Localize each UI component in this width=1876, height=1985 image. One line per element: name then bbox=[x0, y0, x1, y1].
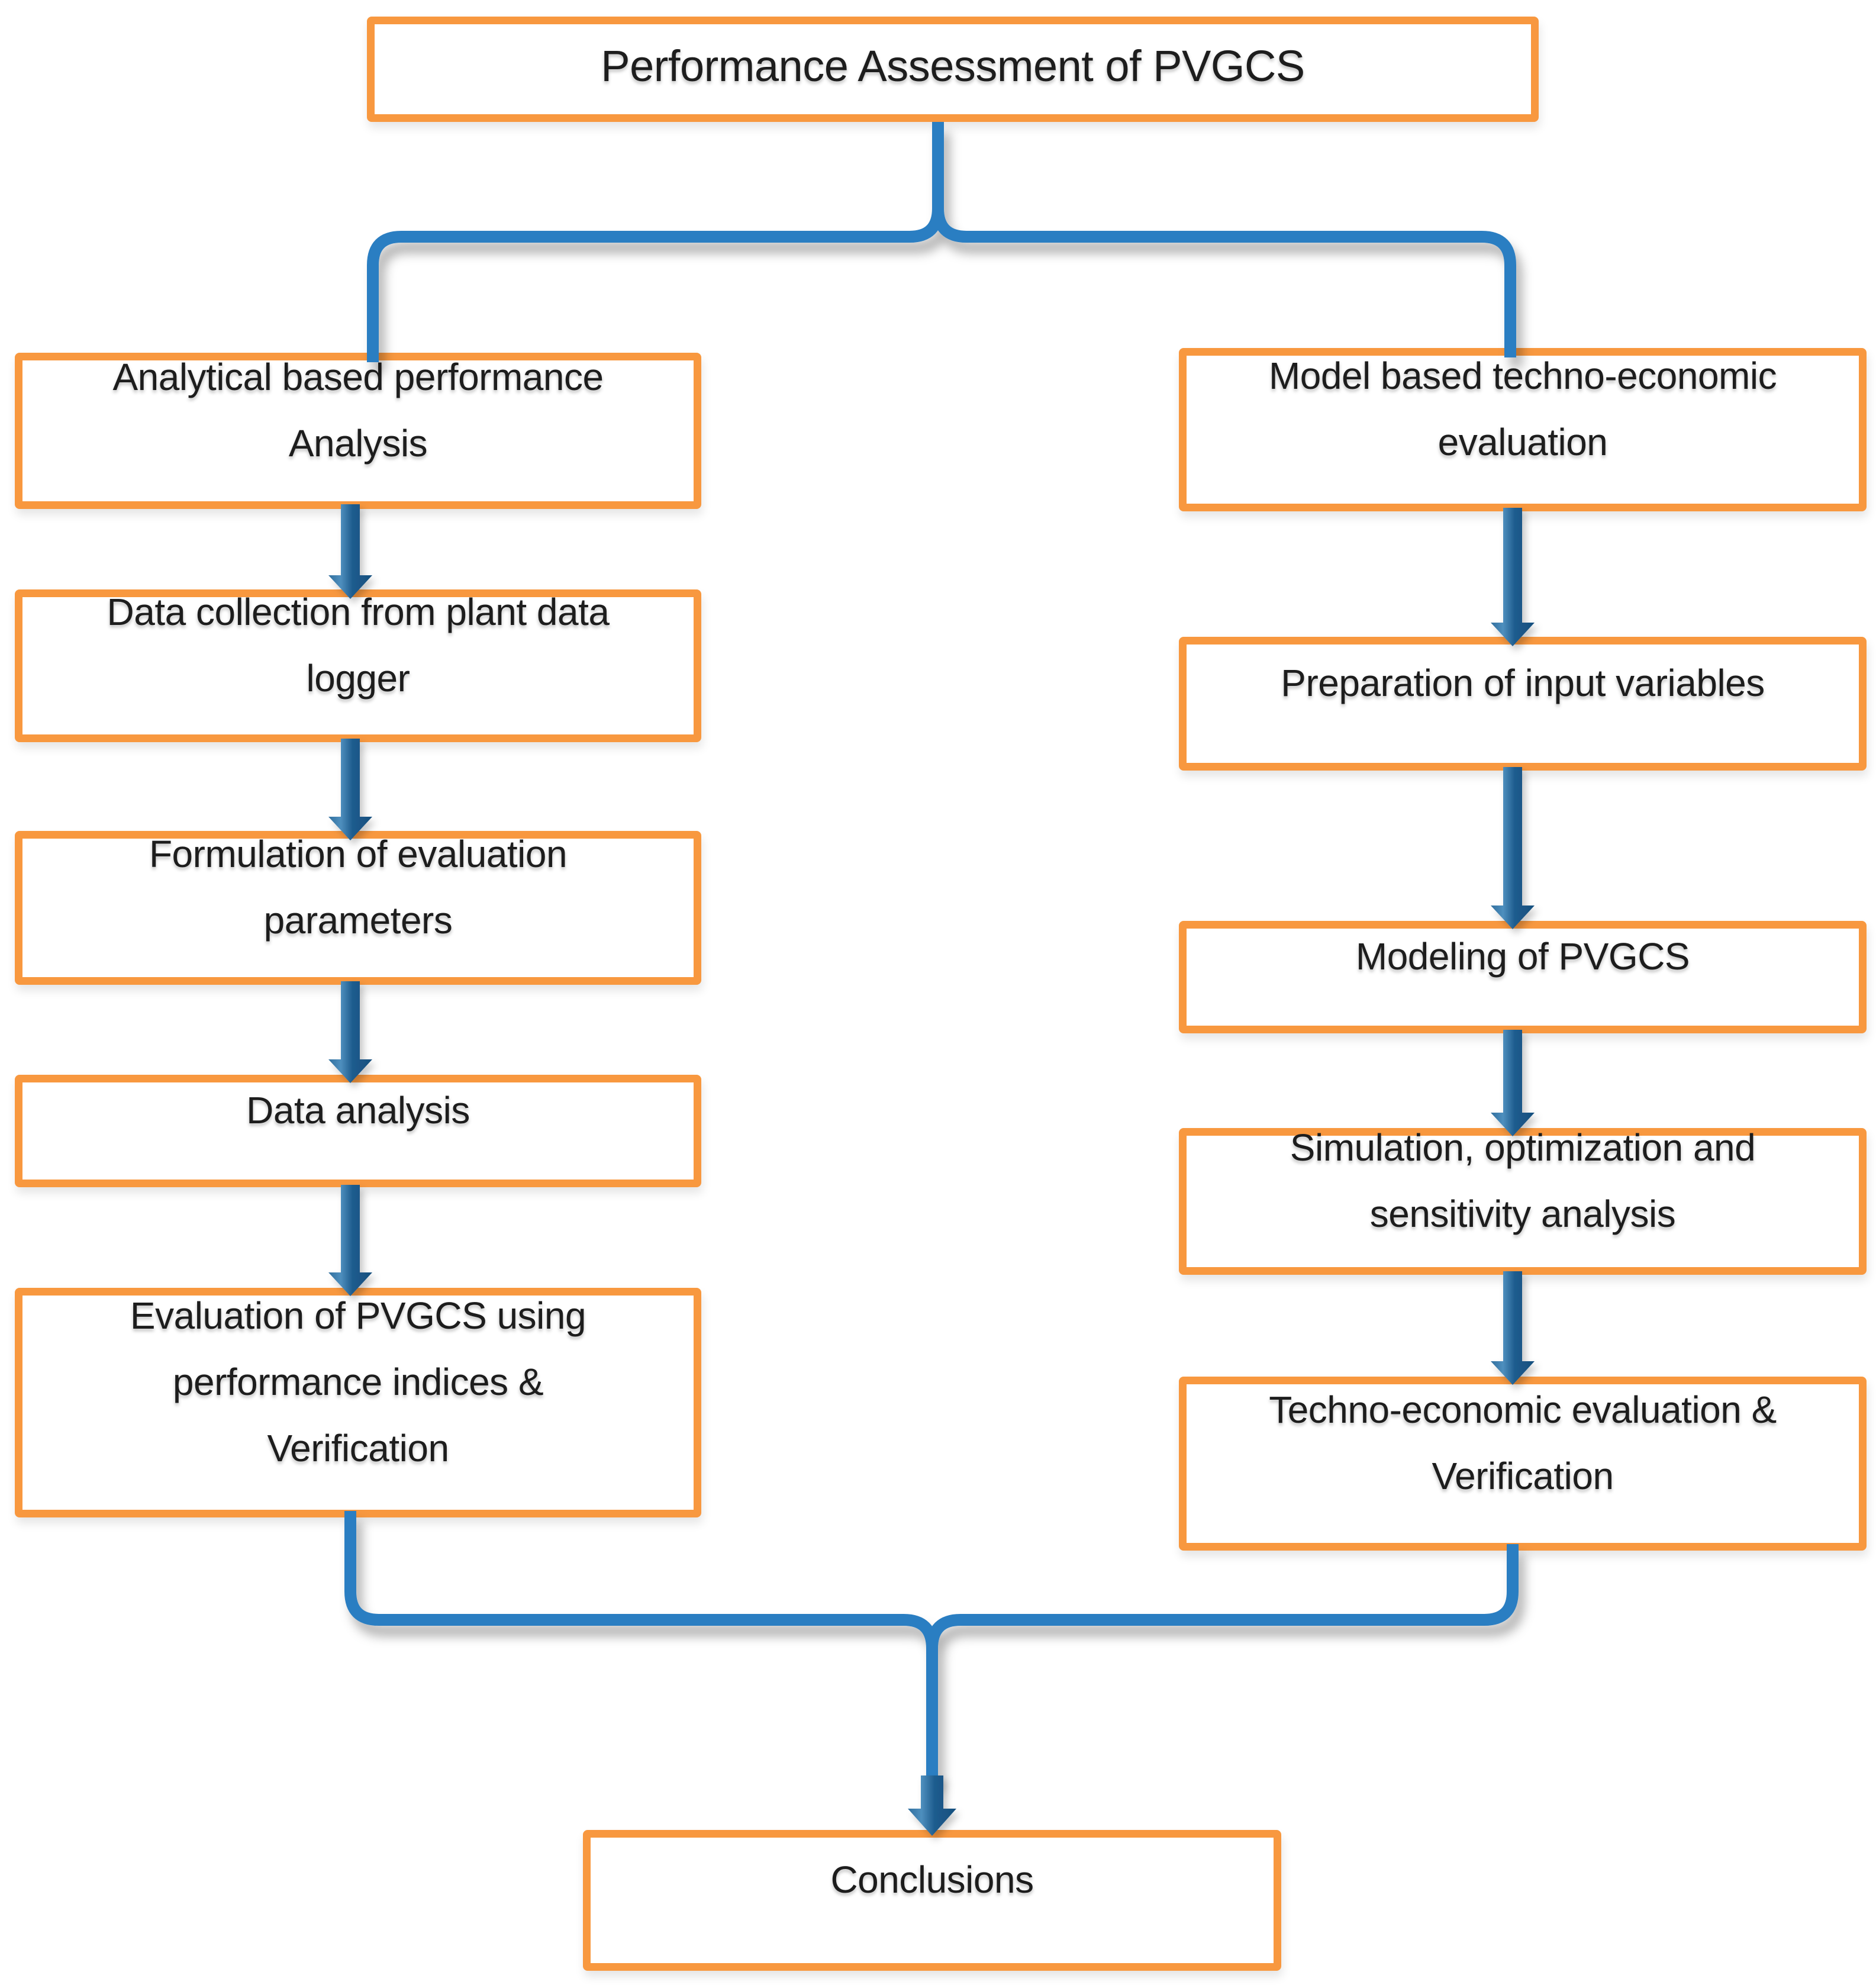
flow-arrow-right-2 bbox=[1491, 767, 1535, 929]
node-simulation-optimization: Simulation, optimization and sensitivity… bbox=[1179, 1126, 1867, 1275]
node-evaluation-verification: Evaluation of PVGCS using performance in… bbox=[15, 1288, 701, 1517]
node-conclusions: Conclusions bbox=[583, 1830, 1281, 1971]
node-model-header: Model based techno-economic evaluation bbox=[1179, 348, 1867, 511]
flow-arrow-right-1 bbox=[1491, 508, 1535, 646]
connector-analytical-to-conclusions bbox=[344, 1511, 938, 1781]
node-formulation-parameters: Formulation of evaluation parameters bbox=[15, 831, 701, 985]
merge-arrowhead bbox=[908, 1775, 956, 1836]
connector-model-to-conclusions bbox=[926, 1544, 1519, 1781]
node-analytical-header: Analytical based performance Analysis bbox=[15, 353, 701, 509]
node-modeling-pvgcs: Modeling of PVGCS bbox=[1179, 921, 1867, 1033]
node-input-variables: Preparation of input variables bbox=[1179, 637, 1867, 771]
connector-title-to-model bbox=[932, 122, 1516, 357]
flow-arrow-right-4 bbox=[1491, 1271, 1535, 1385]
connector-title-to-analytical bbox=[367, 122, 944, 362]
node-data-analysis: Data analysis bbox=[15, 1075, 701, 1187]
node-title: Performance Assessment of PVGCS bbox=[367, 17, 1539, 122]
flow-arrow-left-4 bbox=[328, 1185, 372, 1296]
flow-arrow-left-3 bbox=[328, 981, 372, 1083]
node-techno-economic-verification: Techno-economic evaluation & Verificatio… bbox=[1179, 1377, 1867, 1551]
node-data-collection: Data collection from plant data logger bbox=[15, 589, 701, 742]
